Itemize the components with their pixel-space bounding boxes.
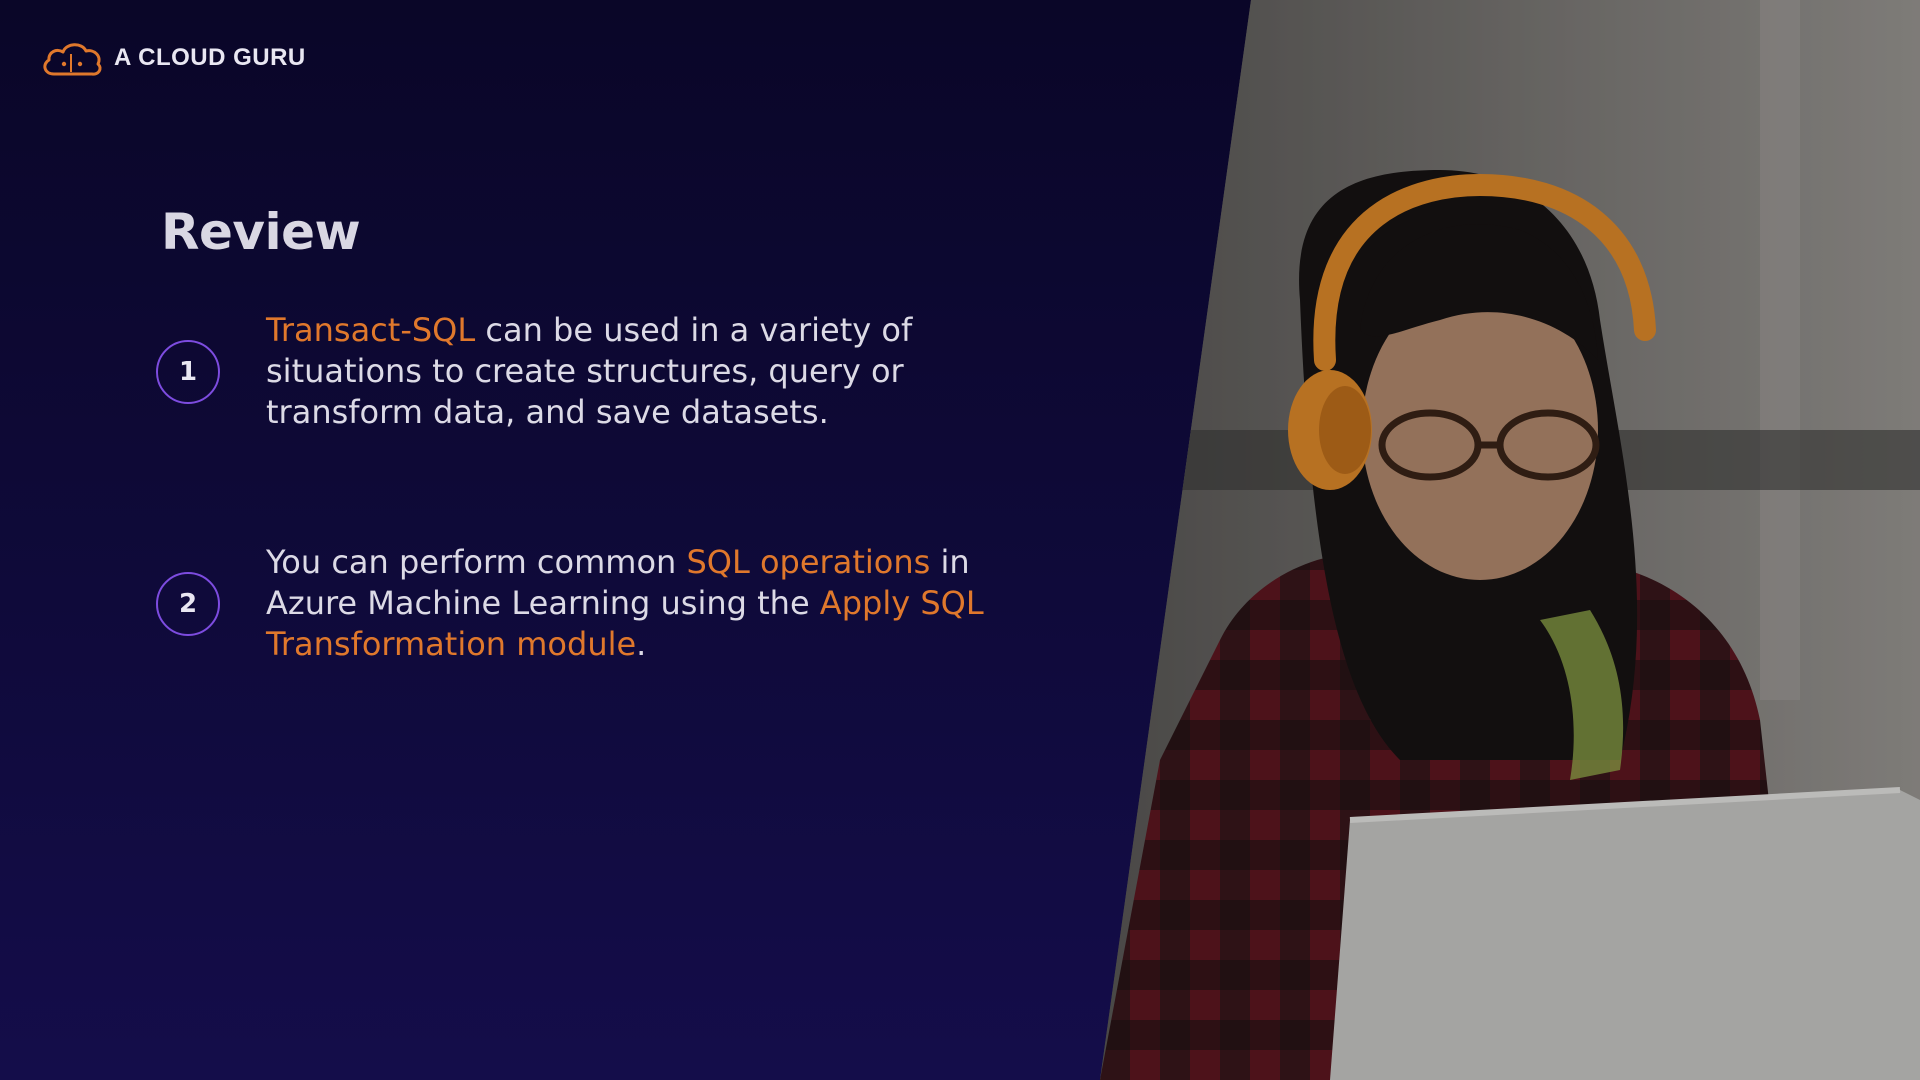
headphones-band	[1313, 173, 1656, 371]
glasses	[1378, 409, 1600, 481]
highlight-term: SQL operations	[686, 543, 931, 581]
review-point-2: 2 You can perform common SQL operations …	[156, 542, 986, 665]
review-point-1: 1 Transact-SQL can be used in a variety …	[156, 310, 986, 433]
slide-title: Review	[161, 203, 361, 261]
hair-fringe	[1360, 224, 1598, 360]
photo-illustration	[1100, 0, 1920, 1080]
point-text-segment: You can perform common	[266, 543, 687, 581]
hero-photo	[1100, 0, 1920, 1080]
headphones-earcup-inner	[1319, 386, 1371, 474]
number-badge-1: 1	[156, 339, 220, 404]
photo-overlay	[1100, 0, 1920, 1080]
review-point-text-1: Transact-SQL can be used in a variety of…	[266, 310, 986, 433]
point-text-segment: .	[636, 625, 647, 663]
brand-name: A CLOUD GURU	[114, 44, 306, 71]
laptop-edge	[1349, 787, 1901, 823]
point-text-segment: can be used in a variety of situations t…	[266, 311, 913, 431]
highlight-term: Apply SQL Transformation module	[266, 584, 984, 663]
highlight-term: Transact-SQL	[266, 311, 476, 349]
hair-tips	[1540, 610, 1624, 780]
laptop	[1330, 790, 1920, 1080]
brand-logo: A CLOUD GURU	[40, 38, 306, 78]
review-point-text-2: You can perform common SQL operations in…	[266, 542, 986, 665]
cloud-logo-icon	[40, 38, 104, 78]
face	[1362, 280, 1598, 580]
point-text-segment: in Azure Machine Learning using the	[266, 543, 970, 622]
window-frame	[1760, 0, 1800, 700]
number-badge-2: 2	[156, 571, 220, 636]
